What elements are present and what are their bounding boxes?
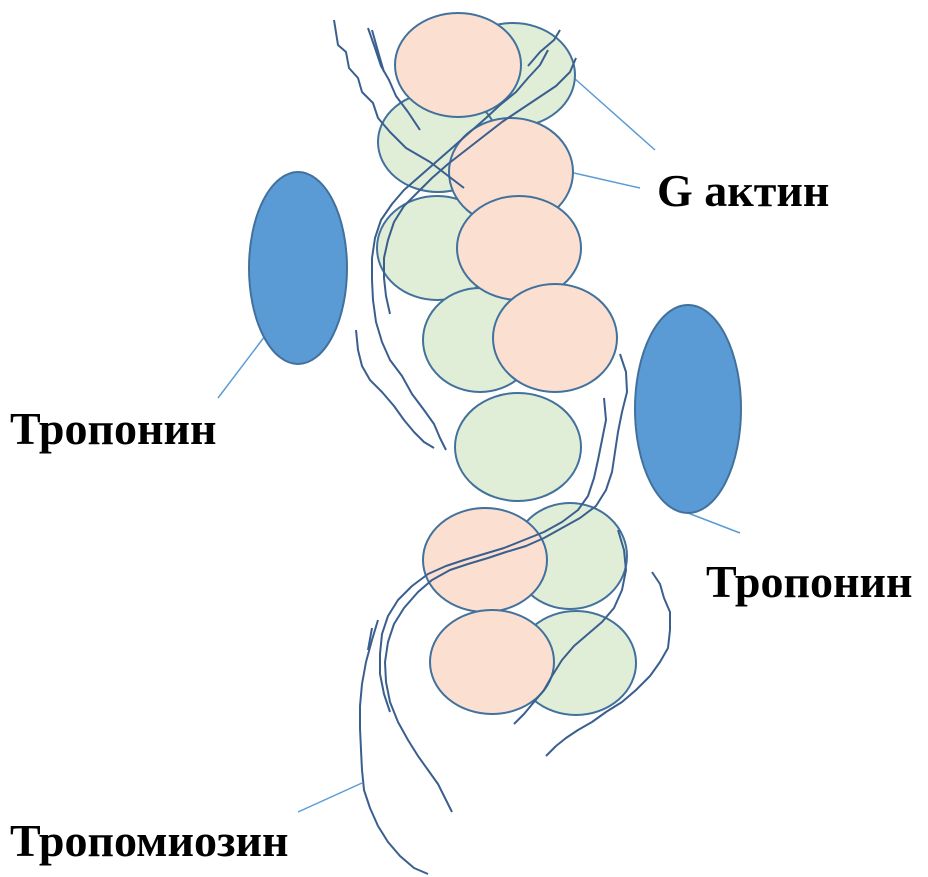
troponin-right-label: Тропонин: [706, 559, 913, 605]
leader-line-g-actin-lower: [574, 173, 640, 188]
tropomyosin-strand: [356, 330, 434, 448]
troponin-right: [635, 305, 741, 513]
g-actin-monomer: [423, 508, 547, 612]
g-actin-label: G актин: [657, 168, 829, 214]
g-actin-monomer: [493, 284, 617, 392]
troponin-left-label: Тропонин: [10, 406, 217, 452]
leader-line-tropomyosin: [298, 783, 362, 812]
troponin-left: [249, 172, 347, 364]
tropomyosin-strand: [360, 620, 428, 874]
g-actin-monomer: [430, 610, 554, 714]
g-actin-monomer: [395, 13, 521, 117]
g-actin-monomer: [455, 393, 581, 501]
leader-line-troponin-left: [218, 336, 265, 398]
tropomyosin-strand: [372, 30, 384, 72]
leader-line-g-actin-upper: [574, 78, 655, 150]
leader-line-troponin-right: [688, 513, 740, 533]
tropomyosin-label: Тропомиозин: [10, 818, 288, 864]
